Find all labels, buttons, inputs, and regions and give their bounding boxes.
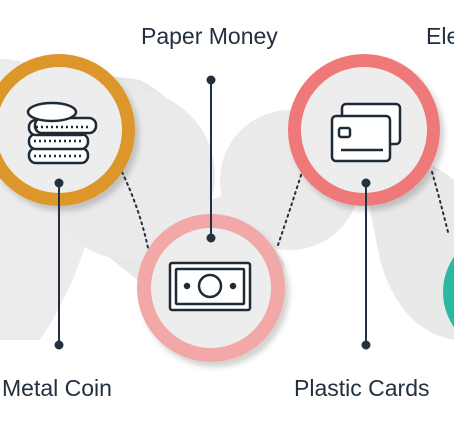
metal-coin-label: Metal Coin xyxy=(2,375,112,401)
coin-stack-icon xyxy=(26,101,98,165)
electronic-node xyxy=(443,256,454,328)
credit-cards-icon xyxy=(330,102,402,163)
metal-coin-node xyxy=(0,54,135,206)
banknote-icon xyxy=(168,261,252,312)
plastic-cards-node xyxy=(288,54,440,206)
dotted-connectors xyxy=(121,171,449,249)
pointer-lines xyxy=(54,75,371,350)
paper-money-node xyxy=(137,214,285,362)
electronic-label: Ele xyxy=(426,23,454,49)
paper-money-label: Paper Money xyxy=(141,23,278,49)
plastic-cards-label: Plastic Cards xyxy=(294,375,430,401)
